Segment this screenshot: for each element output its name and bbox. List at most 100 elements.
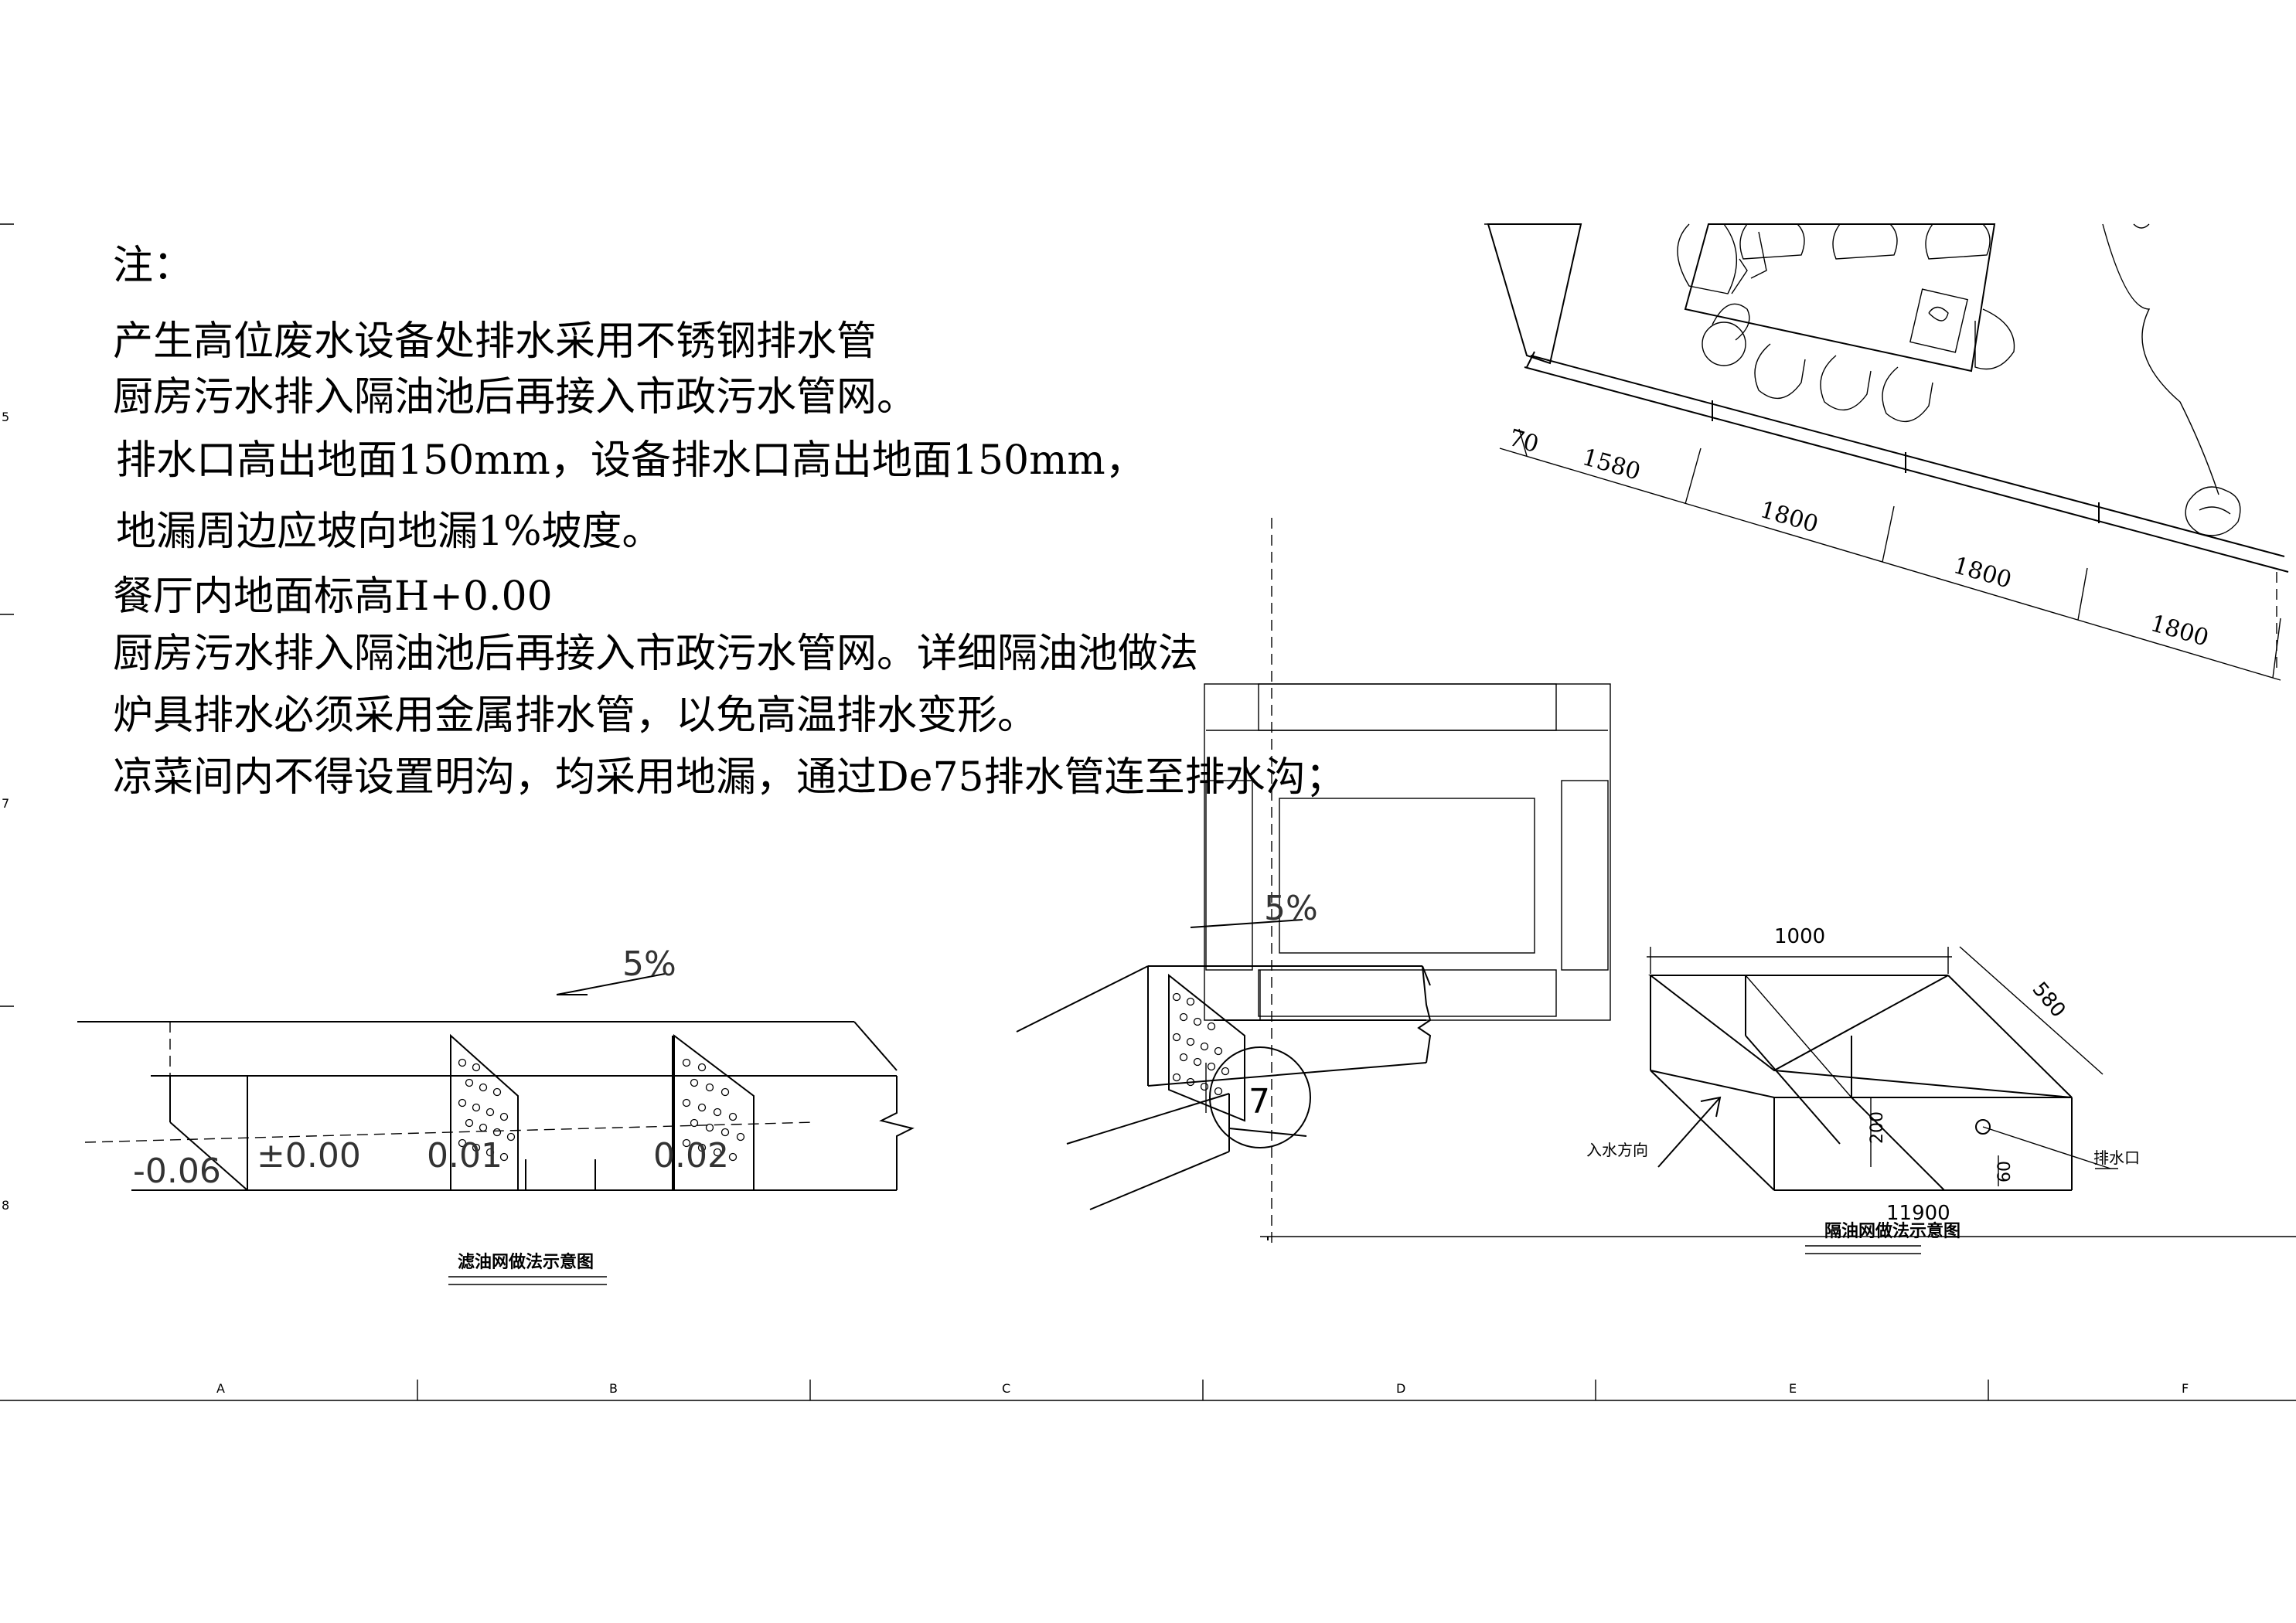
perforation-hole xyxy=(1200,1082,1209,1091)
perforation-hole xyxy=(465,1118,474,1128)
detail-marker-circle xyxy=(1209,1046,1311,1148)
plant-icon xyxy=(2185,486,2241,536)
perforation-hole xyxy=(1172,992,1181,1002)
perforation-hole xyxy=(1193,1017,1202,1026)
grid-label-c: C xyxy=(1002,1381,1010,1396)
edge-mark-8: 8 xyxy=(2,1198,9,1213)
perforation-hole xyxy=(1186,1077,1195,1087)
note-line-8: 凉菜间内不得设置明沟，均采用地漏，通过De75排水管连至排水沟； xyxy=(113,754,1346,801)
perforation-hole xyxy=(1200,1042,1209,1051)
grid-label-f: F xyxy=(2182,1381,2189,1396)
trap-outlet-height-dim: 60 xyxy=(1995,1161,2015,1182)
landscape-curve xyxy=(2102,223,2219,495)
perforation-hole xyxy=(472,1143,481,1152)
plan-dim: 1580 xyxy=(1579,444,1644,486)
plan-dim-70: 70 xyxy=(1506,424,1541,458)
trap-length-dim: 1000 xyxy=(1774,925,1825,948)
perforation-hole xyxy=(713,1148,722,1157)
perforation-hole xyxy=(1172,1073,1181,1082)
perforation-hole xyxy=(1214,1046,1223,1056)
perforation-hole xyxy=(1207,1022,1216,1031)
grid-label-d: D xyxy=(1396,1381,1405,1396)
inlet-label: 入水方向 xyxy=(1586,1141,1648,1159)
note-line-5: 餐厅内地面标高H+0.00 xyxy=(113,573,553,620)
perforation-hole xyxy=(485,1108,495,1117)
channel-detail: 5% 7 xyxy=(1016,518,1611,1244)
table-icon xyxy=(1684,223,1996,373)
grid-label-a: A xyxy=(216,1381,225,1396)
perforation-hole xyxy=(1179,1012,1188,1022)
plan-dim: 1800 xyxy=(2148,610,2212,652)
note-line-2: 厨房污水排入隔油池后再接入市政污水管网。 xyxy=(113,374,918,420)
perforation-hole xyxy=(697,1063,707,1072)
column-grid-bar: A B C D E F xyxy=(0,1380,2296,1401)
level-label: -0.06 xyxy=(133,1152,221,1191)
perforation-hole xyxy=(697,1103,707,1112)
slope-arrow-line xyxy=(556,973,666,995)
grid-label-e: E xyxy=(1789,1381,1797,1396)
perforation-hole xyxy=(465,1078,474,1087)
perforation-hole xyxy=(682,1058,691,1067)
note-line-4: 地漏周边应坡向地漏1%坡度。 xyxy=(116,509,663,555)
perforation-hole xyxy=(1207,1062,1216,1071)
perforation-hole xyxy=(1172,1033,1181,1042)
dining-plan: 70 1580 1800 1800 1800 xyxy=(1484,223,2289,681)
perforation-hole xyxy=(472,1063,481,1072)
perforation-hole xyxy=(1186,1037,1195,1046)
perforation-hole xyxy=(458,1098,467,1108)
filter-section: 5% -0.06 ±0.00 0.01 0.02 滤油网做法示意图 xyxy=(77,944,915,1285)
outlet-pipe-icon xyxy=(1975,1119,1991,1135)
edge-mark-5: 5 xyxy=(2,410,9,424)
perforation-hole xyxy=(472,1103,481,1112)
perforation-hole xyxy=(1193,1057,1202,1067)
level-label: ±0.00 xyxy=(257,1136,361,1176)
perforation-hole xyxy=(479,1123,488,1132)
perforation-hole xyxy=(690,1078,699,1087)
notes-heading: 注： xyxy=(113,243,194,289)
filter-plate-2 xyxy=(673,1033,755,1191)
grid-label-b: B xyxy=(609,1381,618,1396)
perforation-hole xyxy=(485,1148,495,1157)
inlet-arrow xyxy=(1657,1097,1721,1168)
person-icon xyxy=(1702,231,1767,366)
left-border-ticks: 5 7 8 xyxy=(0,223,14,1213)
perforation-hole xyxy=(720,1128,730,1137)
detail-marker-label: 7 xyxy=(1248,1082,1270,1121)
perforation-hole xyxy=(682,1098,691,1108)
perforation-hole xyxy=(499,1152,509,1162)
trap-depth-dim: 200 xyxy=(1868,1111,1887,1144)
plan-dim: 1800 xyxy=(1950,552,2015,594)
perforation-hole xyxy=(492,1087,502,1097)
perforation-hole xyxy=(705,1123,714,1132)
note-line-7: 炉具排水必须采用金属排水管，以免高温排水变形。 xyxy=(113,692,1038,739)
level-label: 0.02 xyxy=(653,1136,729,1176)
filter-plate-1-holes xyxy=(458,1058,516,1162)
edge-mark-7: 7 xyxy=(2,796,9,811)
plan-dim: 1800 xyxy=(1757,496,1821,539)
perforation-hole xyxy=(720,1087,730,1097)
perforation-hole xyxy=(728,1152,738,1162)
perforation-hole xyxy=(1214,1087,1223,1096)
perforation-hole xyxy=(713,1108,722,1117)
perforation-hole xyxy=(697,1143,707,1152)
perforation-hole xyxy=(690,1118,699,1128)
detail-slope-label: 5% xyxy=(1264,889,1318,928)
perforation-hole xyxy=(1186,997,1195,1006)
note-line-3: 排水口高出地面150mm，设备排水口高出地面150mm， xyxy=(116,437,1146,484)
perforation-hole xyxy=(682,1138,691,1148)
perforation-hole xyxy=(492,1128,502,1137)
filter-plate-2-holes xyxy=(682,1058,745,1162)
perforation-hole xyxy=(499,1112,509,1121)
note-line-1: 产生高位废水设备处排水采用不锈钢排水管 xyxy=(113,318,877,365)
perforation-hole xyxy=(728,1112,738,1121)
level-label: 0.01 xyxy=(427,1136,502,1176)
perforation-hole xyxy=(479,1083,488,1092)
perforation-hole xyxy=(1221,1067,1230,1076)
perforation-hole xyxy=(1179,1053,1188,1062)
filter-slope-label: 5% xyxy=(622,944,676,984)
detail-filter-plate xyxy=(1168,973,1245,1122)
perforation-hole xyxy=(506,1132,516,1142)
chair-icons xyxy=(1677,223,2015,423)
trap-width-dim: 580 xyxy=(2028,978,2070,1022)
